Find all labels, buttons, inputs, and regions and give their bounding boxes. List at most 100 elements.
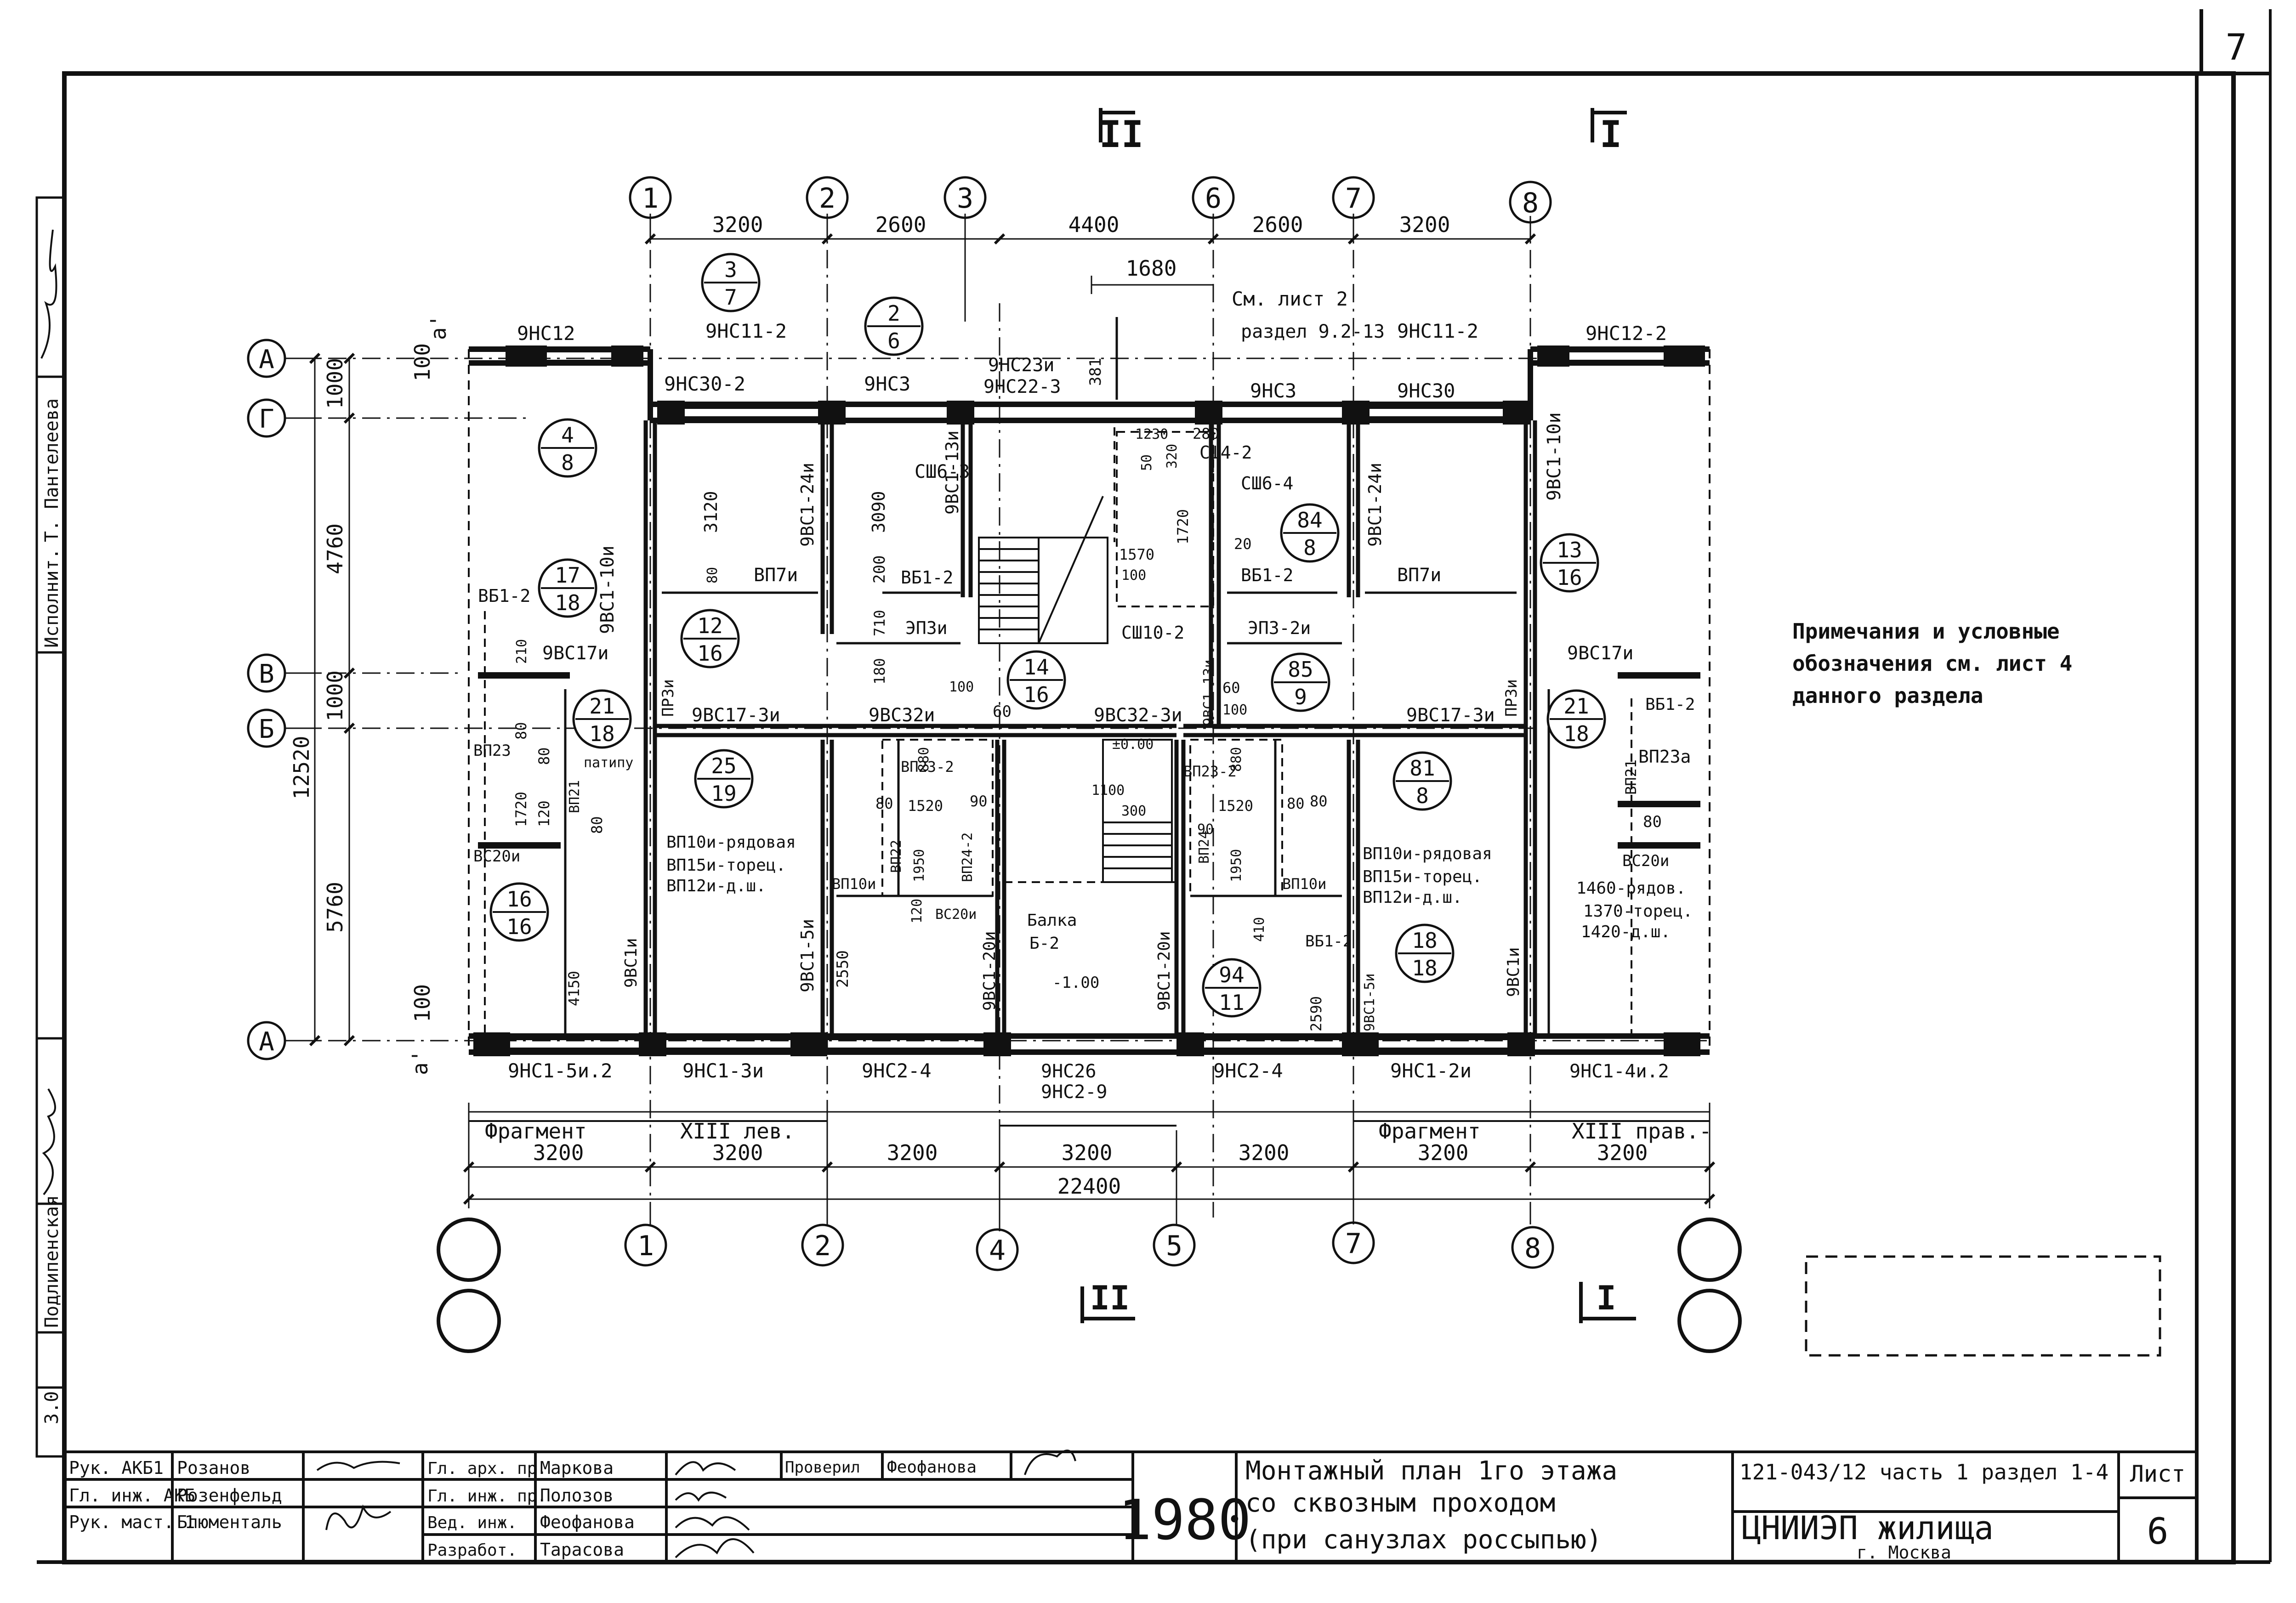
document-code: 121-043/12 часть 1 раздел 1-4 — [1739, 1460, 2108, 1484]
balloon-top-number: 13 — [1557, 538, 1582, 562]
element-label-l15: 3120 — [701, 491, 721, 533]
element-label-l50: 9ВС17-3и — [692, 705, 780, 726]
element-label-l81: 120 — [909, 899, 925, 923]
element-label-l112: -1.00 — [1052, 974, 1099, 992]
element-label-l118: 9НС1-3и — [682, 1059, 764, 1082]
element-label-l100: 80 — [1643, 813, 1662, 831]
reference-balloon: 818 — [1392, 751, 1452, 811]
balloon-top-number: 12 — [697, 613, 722, 638]
element-label-l44: 60 — [993, 702, 1012, 721]
axis-top-1: 1 — [642, 182, 659, 215]
name-1: Розанов — [177, 1458, 250, 1478]
element-label-l74: 80 — [875, 795, 893, 812]
balloon-bottom-number: 18 — [555, 590, 580, 615]
balloon-top-number: 4 — [561, 423, 574, 447]
dim-small-4: a' — [408, 1050, 432, 1075]
drawing-title-3: (при санузлах россыпью) — [1245, 1525, 1602, 1555]
window-glazing — [510, 351, 1664, 1049]
drawing-title-1: Монтажный план 1го этажа — [1245, 1456, 1617, 1486]
element-label-l37: 200 — [870, 555, 889, 583]
element-label-l125: Фрагмент — [485, 1119, 587, 1144]
element-label-l54: 100 — [1222, 702, 1247, 718]
element-label-l22: СШ4-2 — [1199, 442, 1252, 463]
element-label-l93: ВП10и — [1282, 875, 1326, 893]
element-label-l1: 9НС12 — [517, 322, 575, 345]
balloon-top-number: 14 — [1023, 655, 1049, 680]
element-label-l43: 100 — [949, 679, 974, 695]
element-label-l70: ВП15и-торец. — [666, 856, 786, 875]
element-label-l78: 1950 — [911, 849, 927, 882]
sheet-corner-number: 7 — [2226, 27, 2247, 68]
element-label-l121: 9НС2-9 — [1041, 1082, 1108, 1103]
dim-bottom-total: 22400 — [1057, 1174, 1121, 1199]
note-line-3: данного раздела — [1792, 683, 1983, 708]
element-label-l69: ВП10и-рядовая — [666, 833, 796, 852]
element-label-l71: ВП12и-д.ш. — [666, 877, 766, 895]
dim-bottom-2: 3200 — [712, 1140, 763, 1165]
notes-placeholder-box — [1805, 1255, 2161, 1357]
role2-2: Гл. инж. пр. — [427, 1487, 547, 1506]
note-line-1: Примечания и условные — [1792, 619, 2060, 644]
reference-balloon: 848 — [1280, 503, 1340, 563]
dim-left-4: 5760 — [323, 882, 347, 933]
element-label-l95: ВБ1-2 — [1305, 932, 1352, 951]
element-label-l60: ВП23 — [473, 742, 511, 760]
axis-bottom-2: 2 — [814, 1230, 831, 1262]
dim-bottom-7: 3200 — [1597, 1140, 1648, 1165]
element-label-l27: 1570 — [1119, 546, 1154, 563]
stair-upper — [978, 496, 1108, 644]
element-label-l86: ВП23-2 — [1183, 763, 1237, 780]
element-label-l3: 9НС30-2 — [664, 373, 745, 395]
dim-top-3: 4400 — [1068, 212, 1120, 237]
element-label-l109: 9ВС1-20и — [980, 931, 999, 1011]
element-label-l115: 9ВС1-5и — [1362, 974, 1378, 1031]
axis-left-b: Б — [259, 714, 274, 744]
reference-balloon: 26 — [864, 296, 924, 356]
element-label-l96: ВП10и-рядовая — [1363, 844, 1492, 863]
element-label-l126: XIII лев. — [680, 1119, 795, 1144]
element-label-l119: 9НС2-4 — [862, 1059, 932, 1082]
balloon-bottom-number: 8 — [1303, 535, 1316, 560]
element-label-l39: 710 — [871, 610, 888, 636]
element-label-l21: 280 — [1193, 425, 1219, 442]
element-label-l4: 9НС3 — [864, 373, 910, 395]
element-label-l117: 9НС1-5и.2 — [508, 1059, 613, 1082]
dim-top-1: 3200 — [712, 212, 763, 237]
role-2: Гл. инж. АКБ — [69, 1485, 195, 1506]
axis-top-3: 3 — [957, 182, 973, 215]
exterior-walls — [468, 346, 1711, 1055]
axis-left-a-bottom: А — [259, 1027, 274, 1057]
element-label-l105: 4150 — [565, 971, 583, 1006]
element-label-l48: 9ВС17и — [1567, 643, 1634, 664]
element-label-l91: ВП24 — [1196, 831, 1212, 864]
window-openings — [473, 346, 1705, 1056]
balloon-top-number: 21 — [1563, 694, 1589, 719]
element-label-l90: 90 — [1197, 821, 1214, 838]
drawing-year: 1980 — [1119, 1489, 1251, 1552]
dim-top-4: 2600 — [1252, 212, 1303, 237]
axis-top-2: 2 — [819, 182, 835, 215]
element-label-l28: 100 — [1121, 567, 1146, 583]
role2-4: Разработ. — [427, 1541, 517, 1560]
name2-1: Маркова — [540, 1458, 614, 1478]
element-label-l13: 9НС30 — [1397, 380, 1455, 402]
stair-lower — [1102, 739, 1173, 883]
dim-left-3: 1000 — [323, 670, 347, 721]
dim-top-2: 2600 — [875, 212, 926, 237]
stamp-signature-2 — [42, 1088, 56, 1195]
element-label-l26: СШ6-4 — [1241, 473, 1293, 493]
element-label-l24: 320 — [1164, 444, 1180, 469]
stamp-signature-1 — [40, 229, 57, 359]
element-label-l107: 9ВС1-5и — [797, 919, 818, 992]
sheet-frame — [37, 9, 2272, 1564]
element-label-l38: ВБ1-2 — [901, 567, 953, 588]
element-label-l16: 9ВС1-24и — [797, 463, 818, 547]
element-label-l8: См. лист 2 — [1232, 288, 1348, 310]
element-label-l29: 20 — [1234, 535, 1252, 553]
stamp-approver-name: Подлипенская — [41, 1195, 63, 1328]
